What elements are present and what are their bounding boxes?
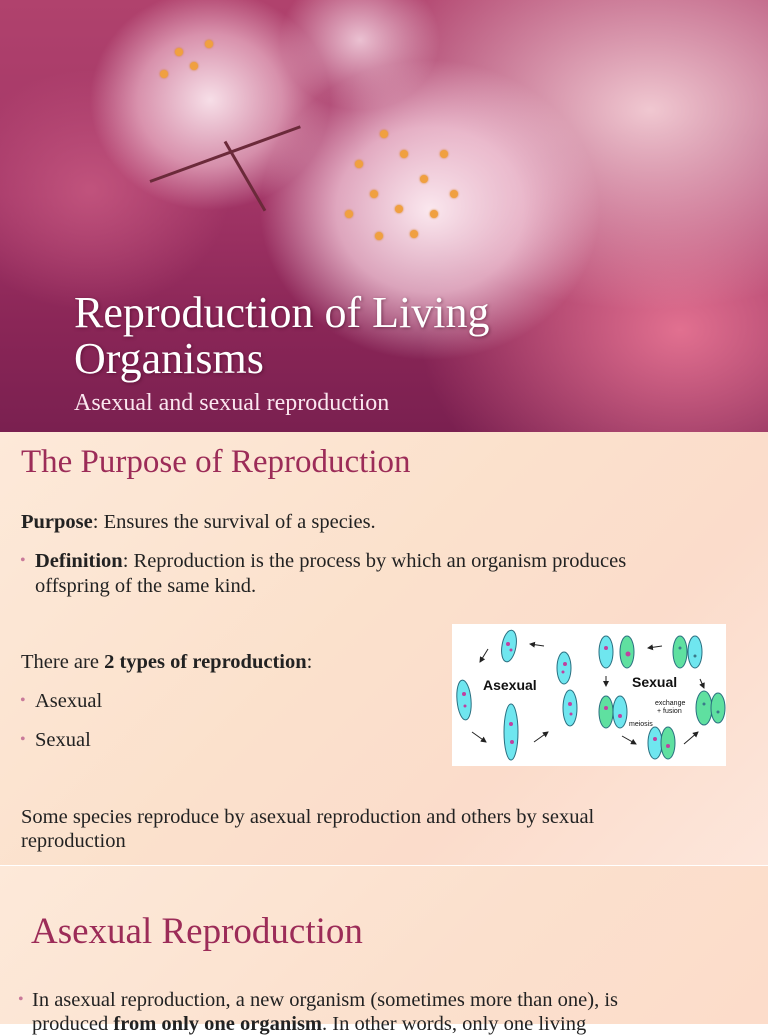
- closing-line-2: reproduction: [21, 830, 126, 852]
- reproduction-cycle-svg: Asexual Sexua: [456, 629, 726, 761]
- diagram-label-fusion: + fusion: [657, 708, 682, 715]
- purpose-label: Purpose: [21, 511, 93, 533]
- title-slide: Reproduction of Living Organisms Asexual…: [0, 0, 768, 432]
- bullet-icon: •: [20, 552, 26, 569]
- definition-text: : Reproduction is the process by which a…: [122, 550, 627, 572]
- bullet-icon: •: [18, 991, 24, 1008]
- presentation-subtitle: Asexual and sexual reproduction: [74, 390, 390, 416]
- definition-label: Definition: [35, 550, 123, 572]
- bullet-icon: •: [20, 692, 26, 709]
- purpose-text: : Ensures the survival of a species.: [92, 511, 376, 533]
- diagram-label-exchange: exchange: [655, 700, 685, 707]
- asexual-slide: [0, 866, 768, 1024]
- type-item-sexual: Sexual: [35, 729, 91, 751]
- types-line: There are 2 types of reproduction:: [21, 650, 312, 674]
- slide-heading-purpose: The Purpose of Reproduction: [21, 444, 411, 480]
- branch-decoration-2: [223, 140, 267, 212]
- asexual-line-2: produced from only one organism. In othe…: [32, 1012, 586, 1036]
- type-item-asexual: Asexual: [35, 690, 103, 712]
- types-prefix: There are: [21, 651, 105, 673]
- reproduction-diagram: Asexual Sexua: [452, 624, 726, 766]
- diagram-label-sexual: Sexual: [632, 674, 677, 690]
- bullet-icon: •: [20, 731, 26, 748]
- definition-continuation: offspring of the same kind.: [35, 575, 257, 597]
- diagram-label-asexual: Asexual: [483, 677, 537, 693]
- types-suffix: :: [306, 651, 313, 673]
- asexual-line-2-suffix: . In other words, only one living: [322, 1013, 587, 1035]
- purpose-line: Purpose: Ensures the survival of a speci…: [21, 510, 376, 534]
- diagram-label-meiosis: meiosis: [629, 721, 653, 728]
- asexual-line-2-prefix: produced: [32, 1013, 114, 1035]
- asexual-line-1: In asexual reproduction, a new organism …: [32, 989, 618, 1011]
- presentation-title: Reproduction of Living Organisms: [74, 288, 490, 383]
- slide-heading-asexual: Asexual Reproduction: [31, 911, 363, 952]
- types-bold: 2 types of reproduction: [104, 651, 307, 673]
- asexual-line-2-bold: from only one organism: [113, 1013, 323, 1035]
- branch-decoration: [149, 125, 301, 183]
- closing-line-1: Some species reproduce by asexual reprod…: [21, 806, 595, 828]
- definition-line: Definition: Reproduction is the process …: [35, 549, 626, 573]
- asexual-cells: [456, 629, 578, 761]
